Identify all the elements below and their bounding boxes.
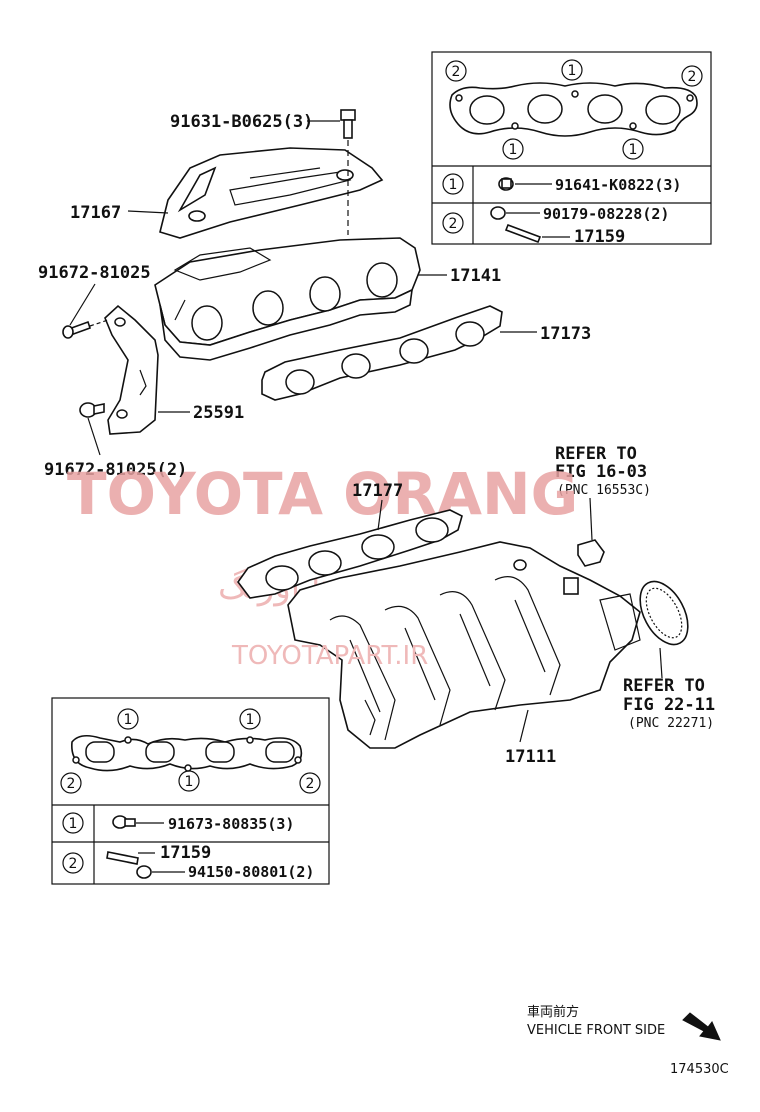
part-91641: 91641-K0822(3) [555, 176, 681, 194]
part-90179: 90179-08228(2) [543, 205, 669, 223]
nut-icon [498, 177, 514, 191]
marker-1-topleft: 1 [117, 708, 139, 730]
callout-17111: 17111 [505, 747, 556, 767]
part-94150: 94150-80801(2) [188, 863, 314, 881]
marker-1-bottomleft: 1 [502, 138, 524, 160]
svg-text:2: 2 [67, 776, 76, 792]
callout-17173: 17173 [540, 324, 591, 344]
refer-right-line1: REFER TO [623, 676, 705, 696]
arrow-icon [682, 1012, 721, 1041]
svg-text:2: 2 [69, 856, 78, 872]
marker-2-topright: 2 [681, 65, 703, 87]
callout-stud-91672: 91672-81025 [38, 263, 151, 283]
svg-text:2: 2 [452, 64, 461, 80]
row-marker-1: 1 [62, 812, 84, 834]
exhaust-gasket [261, 305, 503, 401]
marker-1-bottomright: 1 [622, 138, 644, 160]
stud-bolt-icon [62, 320, 92, 339]
svg-text:1: 1 [449, 177, 458, 193]
svg-text:1: 1 [185, 774, 194, 790]
callout-25591: 25591 [193, 403, 244, 423]
callout-17177: 17177 [352, 481, 403, 501]
row-marker-2: 2 [62, 852, 84, 874]
callout-bolt-91631: 91631-B0625(3) [170, 112, 313, 132]
svg-text:1: 1 [69, 816, 78, 832]
svg-text:1: 1 [124, 712, 133, 728]
heat-insulator [159, 147, 384, 239]
hose-clamp [577, 539, 605, 567]
refer-top-line2: FIG 16-03 [555, 462, 647, 482]
figure-code: 174530C [670, 1062, 729, 1077]
bracket [104, 304, 159, 435]
exhaust-manifold [154, 237, 421, 361]
part-91673: 91673-80835(3) [168, 815, 294, 833]
gasket-outline [449, 82, 698, 137]
direction-japanese: 車両前方 [527, 1004, 579, 1020]
callout-stud-91672-2: 91672-81025(2) [44, 460, 187, 480]
svg-text:1: 1 [246, 712, 255, 728]
svg-text:1: 1 [629, 142, 638, 158]
watermark-url: TOYOTAPART.IR [231, 641, 428, 671]
gasket-outline [71, 734, 303, 772]
refer-right-line2: FIG 22-11 [623, 695, 715, 715]
svg-text:2: 2 [688, 69, 697, 85]
marker-1-center: 1 [178, 770, 200, 792]
direction-english: VEHICLE FRONT SIDE [527, 1023, 665, 1038]
svg-text:1: 1 [509, 142, 518, 158]
marker-1-topright: 1 [239, 708, 261, 730]
refer-right-pnc: (PNC 22271) [628, 716, 714, 731]
bolt-icon [340, 109, 356, 139]
legend-box-intake: 1 1 2 1 2 1 2 91673-8083 [51, 697, 330, 885]
bolt-icon [112, 815, 136, 829]
part-17159: 17159 [574, 227, 625, 247]
intake-manifold [287, 541, 641, 749]
nut-icon [490, 206, 506, 220]
watermark-brand: TOYOTA ORANG [67, 460, 578, 528]
stud-icon [504, 223, 542, 244]
marker-2-topleft: 2 [445, 60, 467, 82]
legend-box-exhaust: 2 1 2 1 1 1 2 [431, 51, 712, 247]
row-marker-1: 1 [442, 173, 464, 195]
marker-2-left: 2 [60, 772, 82, 794]
marker-1-topcenter: 1 [561, 59, 583, 81]
refer-top-line1: REFER TO [555, 444, 637, 464]
marker-2-right: 2 [299, 772, 321, 794]
svg-text:1: 1 [568, 63, 577, 79]
throttle-gasket [639, 580, 689, 646]
part-17159: 17159 [160, 843, 211, 863]
svg-text:2: 2 [306, 776, 315, 792]
refer-top-pnc: (PNC 16553C) [557, 483, 651, 498]
nut-icon [136, 865, 152, 879]
svg-text:2: 2 [449, 216, 458, 232]
stud-bolt-icon [79, 402, 105, 418]
intake-gasket [237, 509, 463, 599]
callout-17167: 17167 [70, 203, 121, 223]
stud-icon [106, 851, 139, 865]
callout-17141: 17141 [450, 266, 501, 286]
row-marker-2: 2 [442, 212, 464, 234]
